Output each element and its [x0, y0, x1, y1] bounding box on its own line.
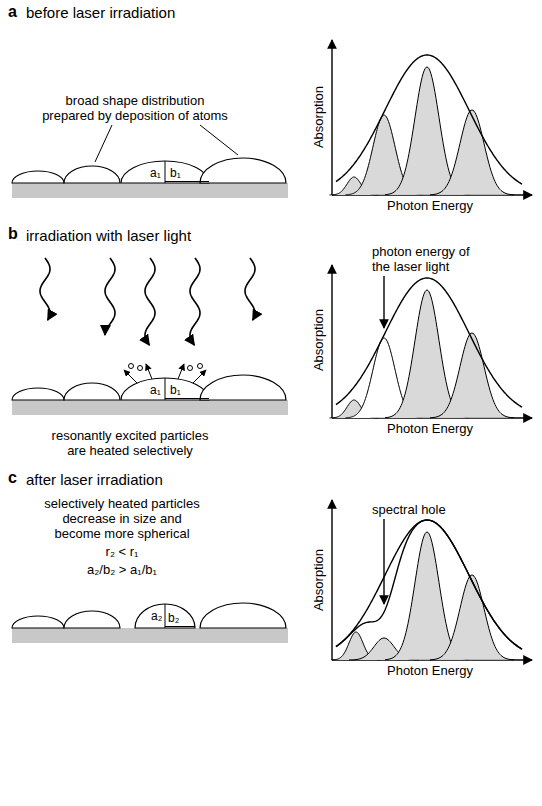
- panel-b: [12, 265, 532, 418]
- dimension-label: a₁: [150, 383, 161, 397]
- laser-wave: [245, 258, 255, 320]
- panel-heading: before laser irradiation: [26, 5, 175, 20]
- axis-title: Photon Energy: [387, 198, 473, 213]
- leader-line: [95, 125, 112, 162]
- nanoparticle: [200, 375, 286, 400]
- nanoparticle: [12, 388, 64, 400]
- substrate: [12, 400, 288, 415]
- width-dimension-line: [165, 626, 195, 627]
- spectral-hole-arrow: [383, 519, 384, 604]
- annotation: broad shape distribution prepared by dep…: [40, 93, 230, 123]
- panel-letter: b: [8, 226, 18, 241]
- annotation: spectral hole: [372, 502, 446, 517]
- nanoparticle: [64, 166, 120, 183]
- substrate: [12, 183, 288, 198]
- ejected-atom: [188, 366, 193, 371]
- panel-letter: a: [8, 4, 17, 19]
- ejected-atom-arrow: [193, 370, 206, 383]
- height-dimension-line: [165, 161, 166, 183]
- annotation: a₂/b₂ > a₁/b₁: [87, 562, 157, 577]
- ejected-atom-arrow: [178, 364, 184, 379]
- y-axis: [331, 500, 332, 660]
- component-peak: [430, 333, 514, 418]
- nanoparticle: [12, 171, 64, 183]
- width-dimension-line: [165, 181, 209, 182]
- nanoparticle: [12, 616, 64, 628]
- ejected-atom-arrow: [124, 370, 137, 383]
- dimension-label: a₂: [151, 609, 162, 623]
- annotation: resonantly excited particles are heated …: [45, 428, 215, 458]
- envelope-curve: [336, 55, 522, 184]
- nanoparticle: [121, 161, 209, 183]
- nanoparticle: [200, 158, 286, 183]
- panel-heading: irradiation with laser light: [26, 228, 191, 243]
- component-peak: [430, 575, 514, 660]
- axis-title: Photon Energy: [387, 663, 473, 678]
- ejected-atom: [129, 364, 134, 369]
- leader-line: [200, 125, 238, 155]
- nanoparticle: [64, 383, 120, 400]
- substrate: [12, 628, 288, 643]
- dimension-label: b₁: [170, 383, 181, 397]
- laser-wave: [40, 258, 50, 320]
- nanoparticle: [121, 378, 209, 400]
- nanoparticle: [200, 603, 286, 628]
- annotation: r₂ < r₁: [106, 544, 139, 559]
- laser-wave: [105, 258, 115, 335]
- axis-title: Absorption: [311, 309, 326, 371]
- laser-wave: [145, 258, 155, 345]
- panel-letter: c: [8, 470, 17, 485]
- height-dimension-line: [165, 378, 166, 400]
- axis-title: Absorption: [311, 549, 326, 611]
- axis-title: Photon Energy: [387, 421, 473, 436]
- ejected-atom-arrow: [146, 364, 152, 379]
- ejected-atom: [198, 364, 203, 369]
- envelope-curve: [336, 520, 522, 649]
- y-axis: [331, 40, 332, 195]
- annotation: photon energy of the laser light: [372, 244, 484, 274]
- axis-title: Absorption: [311, 86, 326, 148]
- panel-heading: after laser irradiation: [26, 472, 163, 487]
- height-dimension-line: [165, 604, 166, 628]
- dimension-label: a₁: [150, 166, 161, 180]
- width-dimension-line: [165, 398, 209, 399]
- envelope-curve: [336, 278, 522, 407]
- nanoparticle: [135, 604, 195, 628]
- y-axis: [331, 265, 332, 418]
- panel-a: [12, 40, 532, 198]
- nanoparticle: [64, 611, 120, 628]
- ejected-atom: [138, 366, 143, 371]
- laser-wave: [190, 258, 200, 345]
- dimension-label: b₁: [170, 166, 181, 180]
- dimension-label: b₂: [168, 611, 179, 625]
- annotation: selectively heated particles decrease in…: [40, 496, 204, 541]
- laser-energy-arrow: [383, 276, 384, 328]
- component-peak: [430, 110, 514, 195]
- envelope-with-hole: [336, 520, 522, 649]
